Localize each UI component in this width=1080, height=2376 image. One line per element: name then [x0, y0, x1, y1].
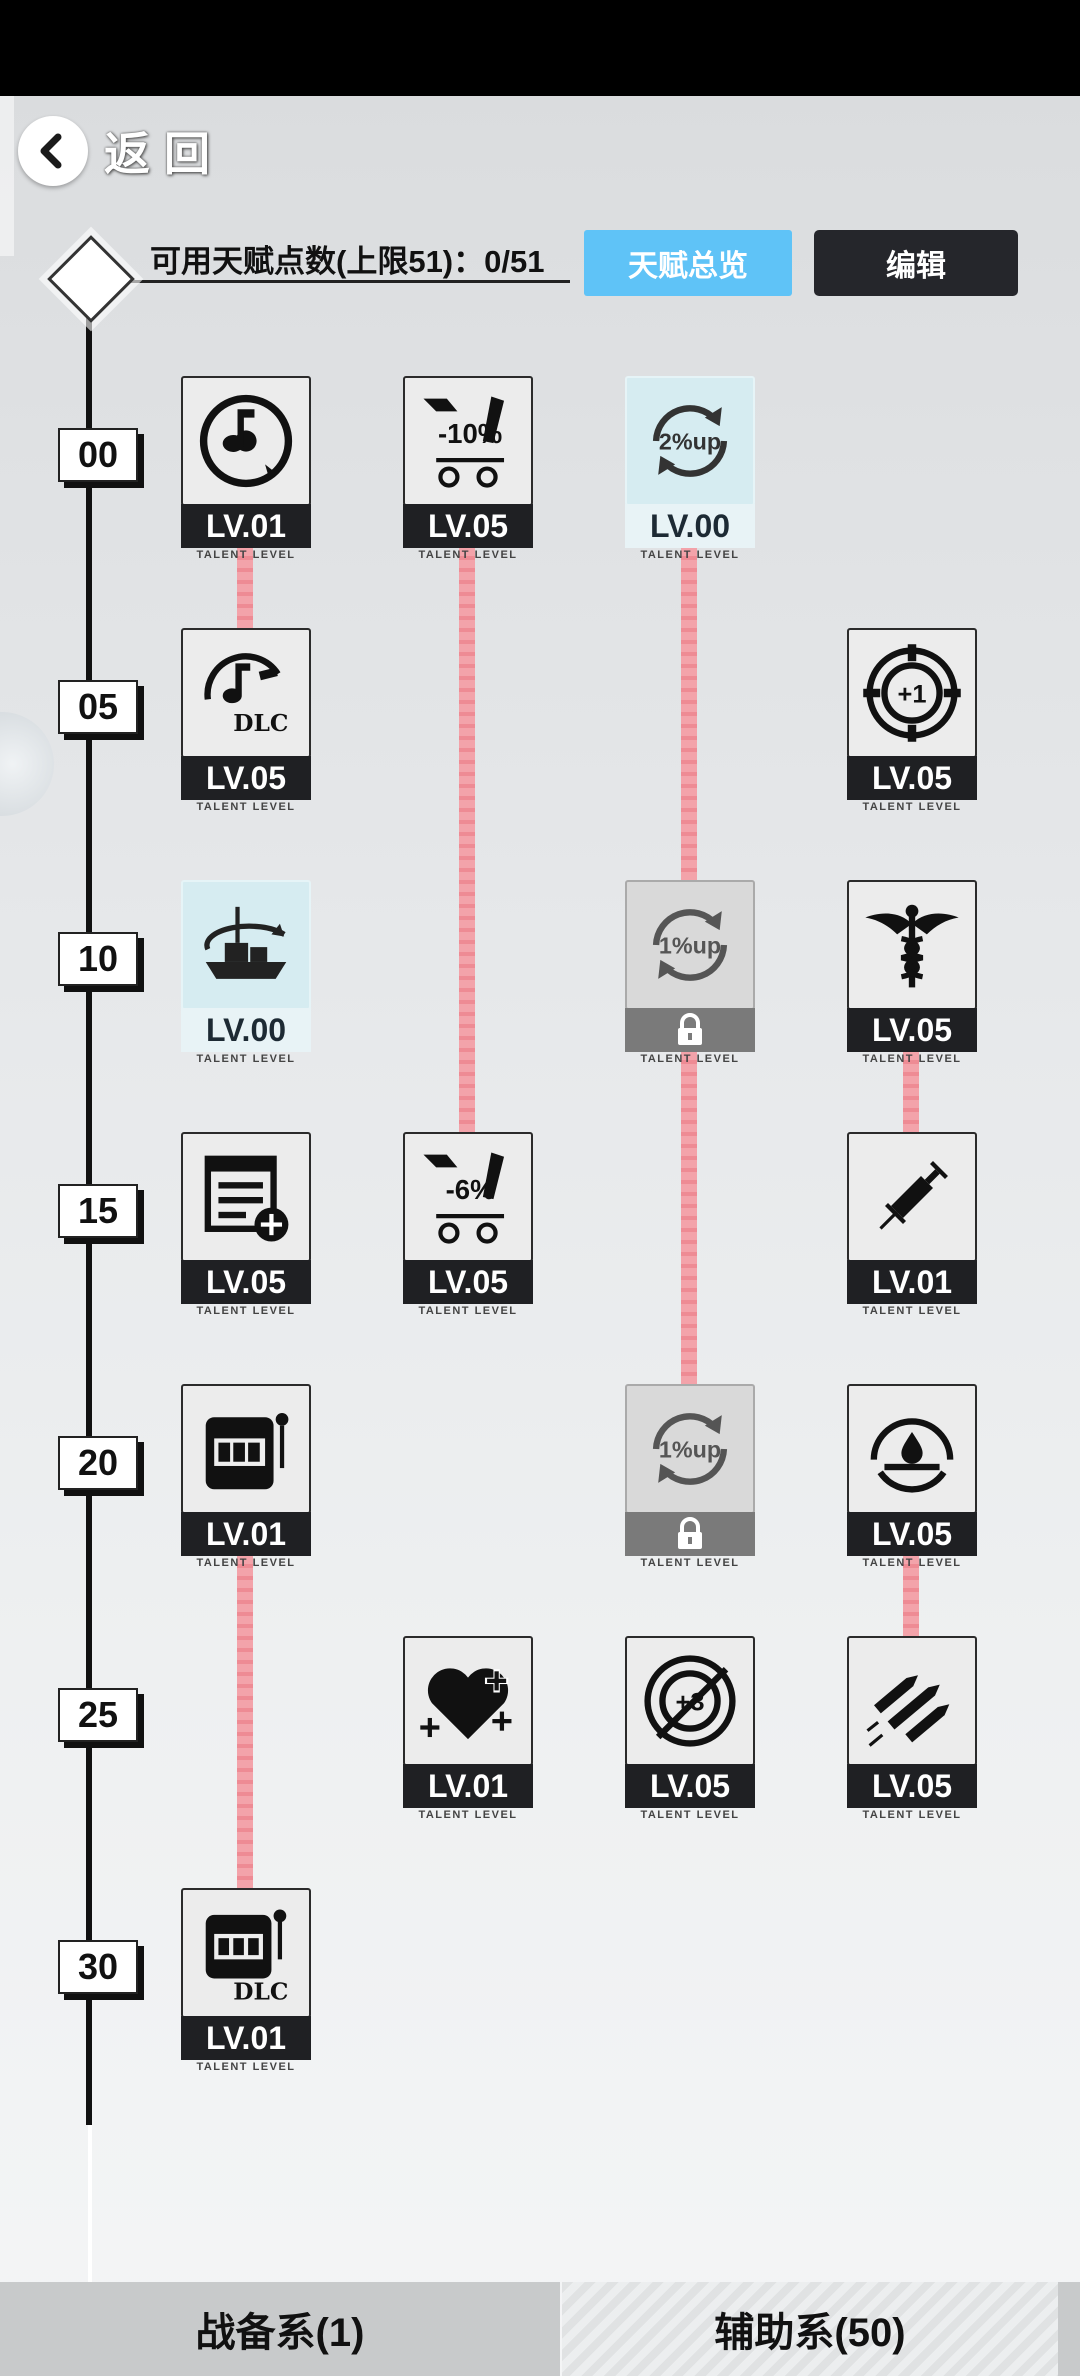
talent-connector [237, 1556, 253, 1888]
svg-text:DLC: DLC [233, 710, 288, 737]
svg-text:-10%: -10% [438, 418, 502, 449]
talent-connector [681, 1052, 697, 1384]
percent-up-icon: 1%up [652, 1413, 728, 1485]
level-marker: 05 [58, 680, 138, 734]
left-edge-decoration [0, 96, 14, 256]
side-expand-icon[interactable] [0, 712, 54, 816]
back-label[interactable]: 返回 [104, 128, 224, 180]
talent-card-slot-machine-dlc[interactable]: DLC LV.01 TALENT LEVEL [181, 1888, 311, 2073]
talent-card-missiles[interactable]: LV.05 TALENT LEVEL [847, 1636, 977, 1821]
level-marker: 30 [58, 1940, 138, 1994]
talent-card-water-drop[interactable]: LV.05 TALENT LEVEL [847, 1384, 977, 1569]
talent-card-ship[interactable]: LV.00 TALENT LEVEL [181, 880, 311, 1065]
talent-connector [459, 548, 475, 1132]
level-marker: 00 [58, 428, 138, 482]
svg-text:+1: +1 [898, 681, 927, 709]
talent-connector [903, 1556, 919, 1636]
slot-machine-icon [205, 1412, 289, 1490]
tab-bar: 战备系(1) 辅助系(50) [0, 2282, 1080, 2376]
talent-card-syringe[interactable]: LV.01 TALENT LEVEL [847, 1132, 977, 1317]
talent-card-cart-discount-10[interactable]: -10% LV.05 TALENT LEVEL [403, 376, 533, 561]
svg-text:+3: +3 [676, 1689, 705, 1717]
talent-card-caduceus[interactable]: LV.05 TALENT LEVEL [847, 880, 977, 1065]
timeline-diamond-icon [47, 235, 135, 323]
talent-connector [903, 1052, 919, 1132]
tab-combat-prep[interactable]: 战备系(1) [0, 2282, 560, 2376]
music-disc-icon [199, 394, 293, 488]
lock-icon [678, 1013, 702, 1045]
talent-overview-button[interactable]: 天赋总览 [584, 230, 792, 296]
svg-text:2%up: 2%up [659, 428, 721, 454]
cart-discount-icon: -10% [423, 396, 505, 488]
caduceus-icon [865, 904, 959, 988]
lock-icon [678, 1517, 702, 1549]
talent-card-plus-one[interactable]: +1 LV.05 TALENT LEVEL [847, 628, 977, 813]
water-drop-icon [870, 1418, 954, 1493]
ship-icon [204, 906, 287, 979]
level-marker: 10 [58, 932, 138, 986]
level-marker: 15 [58, 1184, 138, 1238]
level-marker: 25 [58, 1688, 138, 1742]
status-bar [0, 0, 1080, 96]
tab-support[interactable]: 辅助系(50) [562, 2282, 1058, 2376]
talent-connector [681, 548, 697, 880]
talent-card-heart-plus[interactable]: LV.01 TALENT LEVEL [403, 1636, 533, 1821]
list-add-icon [204, 1155, 289, 1242]
edit-button[interactable]: 编辑 [814, 230, 1018, 296]
svg-text:DLC: DLC [233, 1979, 288, 2006]
percent-up-icon: 1%up [652, 909, 728, 981]
talent-connector [237, 548, 253, 628]
cart-discount-icon: -6% [423, 1152, 505, 1244]
svg-text:1%up: 1%up [659, 1436, 721, 1462]
level-marker: 20 [58, 1436, 138, 1490]
chevron-left-icon [40, 133, 62, 169]
plus-three-target-icon: +3 [644, 1655, 736, 1747]
talent-card-music-disc[interactable]: LV.01 TALENT LEVEL [181, 376, 311, 561]
talent-points-text: 可用天赋点数(上限51)：0/51 [150, 244, 545, 279]
back-button[interactable] [18, 116, 88, 186]
talent-card-music-dlc[interactable]: DLC LV.05 TALENT LEVEL [181, 628, 311, 813]
talent-card-cart-discount-6[interactable]: -6% LV.05 TALENT LEVEL [403, 1132, 533, 1317]
level-timeline-end [88, 2125, 92, 2285]
plus-one-target-icon: +1 [863, 644, 961, 742]
slot-machine-icon: DLC [205, 1909, 288, 2006]
music-dlc-icon: DLC [204, 653, 288, 737]
talent-card-percent-up-1-locked-b[interactable]: 1%up TALENT LEVEL [625, 1384, 755, 1569]
svg-text:-6%: -6% [446, 1174, 495, 1205]
percent-up-icon: 2%up [652, 405, 728, 477]
svg-text:1%up: 1%up [659, 932, 721, 958]
talent-card-list-add[interactable]: LV.05 TALENT LEVEL [181, 1132, 311, 1317]
missiles-icon [866, 1675, 950, 1747]
talent-card-plus-three[interactable]: +3 LV.05 TALENT LEVEL [625, 1636, 755, 1821]
talent-card-percent-up-2[interactable]: 2%up LV.00 TALENT LEVEL [625, 376, 755, 561]
heart-plus-icon [420, 1668, 512, 1740]
tab-bar-edge [1058, 2282, 1080, 2376]
syringe-icon [879, 1161, 948, 1230]
talent-card-slot-machine[interactable]: LV.01 TALENT LEVEL [181, 1384, 311, 1569]
points-underline [100, 280, 570, 283]
talent-card-percent-up-1-locked[interactable]: 1%up TALENT LEVEL [625, 880, 755, 1065]
